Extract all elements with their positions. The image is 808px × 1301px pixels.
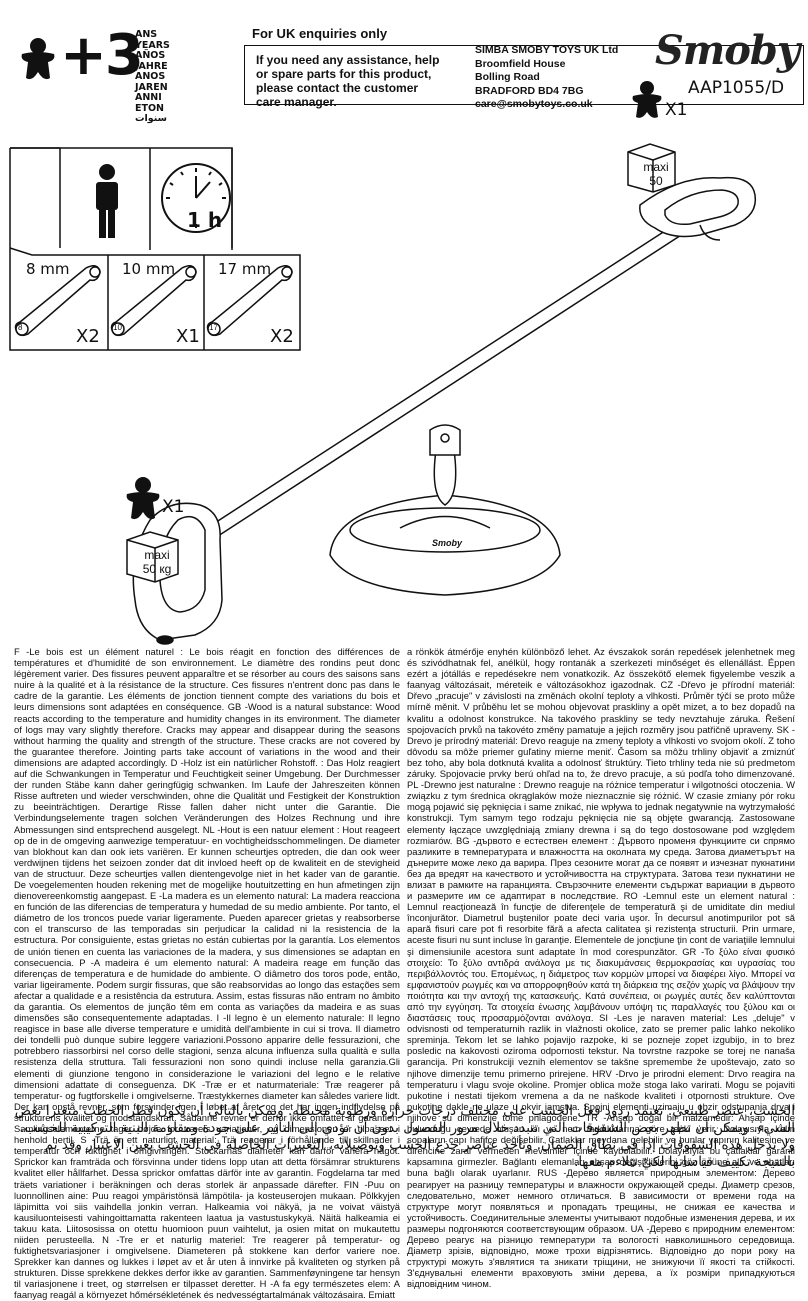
wrench-8mm-icon	[14, 265, 101, 337]
tool-size-10: 10 mm	[122, 260, 176, 278]
warranty-text-left: F -Le bois est un élément naturel : Le b…	[14, 646, 400, 1301]
tool-tag-17: 17	[209, 323, 218, 332]
seat-top-quantity: X1	[665, 100, 688, 120]
clock-icon	[161, 163, 231, 233]
brand-logo: Smoby	[655, 27, 800, 74]
tool-tag-10: 10	[113, 323, 122, 332]
uk-enquiries-box	[244, 45, 804, 105]
assembly-illustration	[9, 38, 757, 645]
tools-panel	[9, 247, 301, 351]
seesaw-beam	[149, 204, 713, 576]
base-logo: Smoby	[432, 538, 463, 548]
seat-figure-icon-mid	[126, 477, 160, 520]
uk-enquiries-message: If you need any assistance, help or spar…	[256, 53, 440, 109]
seat-figure-icon-top	[632, 81, 662, 118]
tool-tag-8: 8	[18, 323, 23, 332]
product-reference: AAP1055/D	[688, 78, 785, 98]
uk-enquiries-title: For UK enquiries only	[252, 26, 388, 41]
tool-size-8: 8 mm	[26, 260, 70, 278]
tool-qty-10: X1	[176, 326, 200, 347]
seesaw-base	[329, 424, 561, 596]
seat-bottom-quantity: X1	[162, 497, 185, 517]
uk-enquiries-address: SIMBA SMOBY TOYS UK Ltd Broomfield House…	[475, 44, 619, 110]
seat-top-max-weight: maxi 50	[643, 160, 669, 188]
age-number: +3	[60, 23, 144, 88]
warranty-text-right: a rönkök átmérője enyhén különböző lehet…	[407, 646, 795, 1290]
tool-size-17: 17 mm	[218, 260, 272, 278]
warranty-text-arabic: الخشب، عنصر طبيعي: تعتمد ردود فعل الخشب …	[14, 1103, 795, 1170]
age-figure-icon	[21, 38, 55, 80]
tool-qty-17: X2	[270, 326, 294, 347]
wrench-17mm-icon	[206, 265, 293, 337]
tool-qty-8: X2	[76, 326, 100, 347]
assembly-info-panel	[9, 147, 233, 250]
seat-top	[639, 176, 757, 241]
age-words: ANS YEARS AÑOS JAHRE ANOS JAREN ANNI ETO…	[135, 29, 170, 124]
assembly-duration: 1 h	[187, 208, 223, 232]
seat-bottom-max-weight: maxi 50 кg	[142, 548, 172, 576]
person-icon	[96, 164, 118, 238]
weight-box-mid-icon	[126, 531, 179, 583]
wrench-10mm-icon	[110, 265, 197, 337]
